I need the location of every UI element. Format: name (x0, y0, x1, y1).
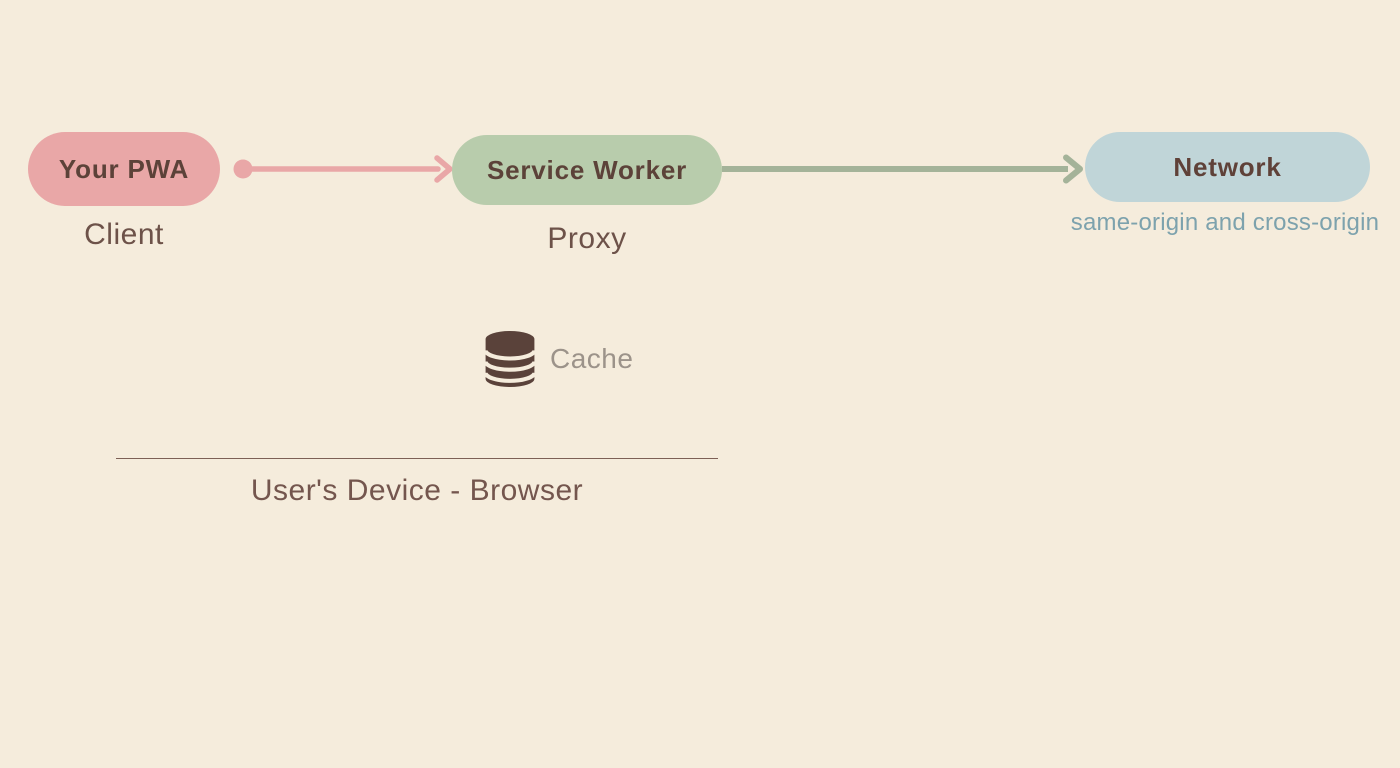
label-network-scope: same-origin and cross-origin (1070, 209, 1380, 236)
cache-group: Cache (483, 329, 633, 389)
node-your-pwa-label: Your PWA (58, 153, 190, 184)
label-proxy: Proxy (547, 222, 627, 255)
node-service-worker-label: Service Worker (486, 154, 688, 185)
node-your-pwa: Your PWA (28, 132, 220, 206)
arrowhead-icon (1063, 154, 1083, 184)
node-network: Network (1085, 132, 1370, 202)
arrow-service-worker-to-network (722, 154, 1083, 184)
database-icon (483, 331, 537, 387)
arrow-origin-dot (233, 159, 253, 179)
label-client: Client (84, 218, 164, 251)
node-network-label: Network (1173, 151, 1282, 182)
arrow-pwa-to-service-worker (233, 155, 453, 183)
device-boundary-line (116, 458, 718, 459)
cache-label: Cache (550, 343, 634, 374)
arrowhead-icon (434, 155, 453, 183)
device-boundary-label: User's Device - Browser (250, 474, 584, 507)
node-service-worker: Service Worker (452, 135, 722, 205)
